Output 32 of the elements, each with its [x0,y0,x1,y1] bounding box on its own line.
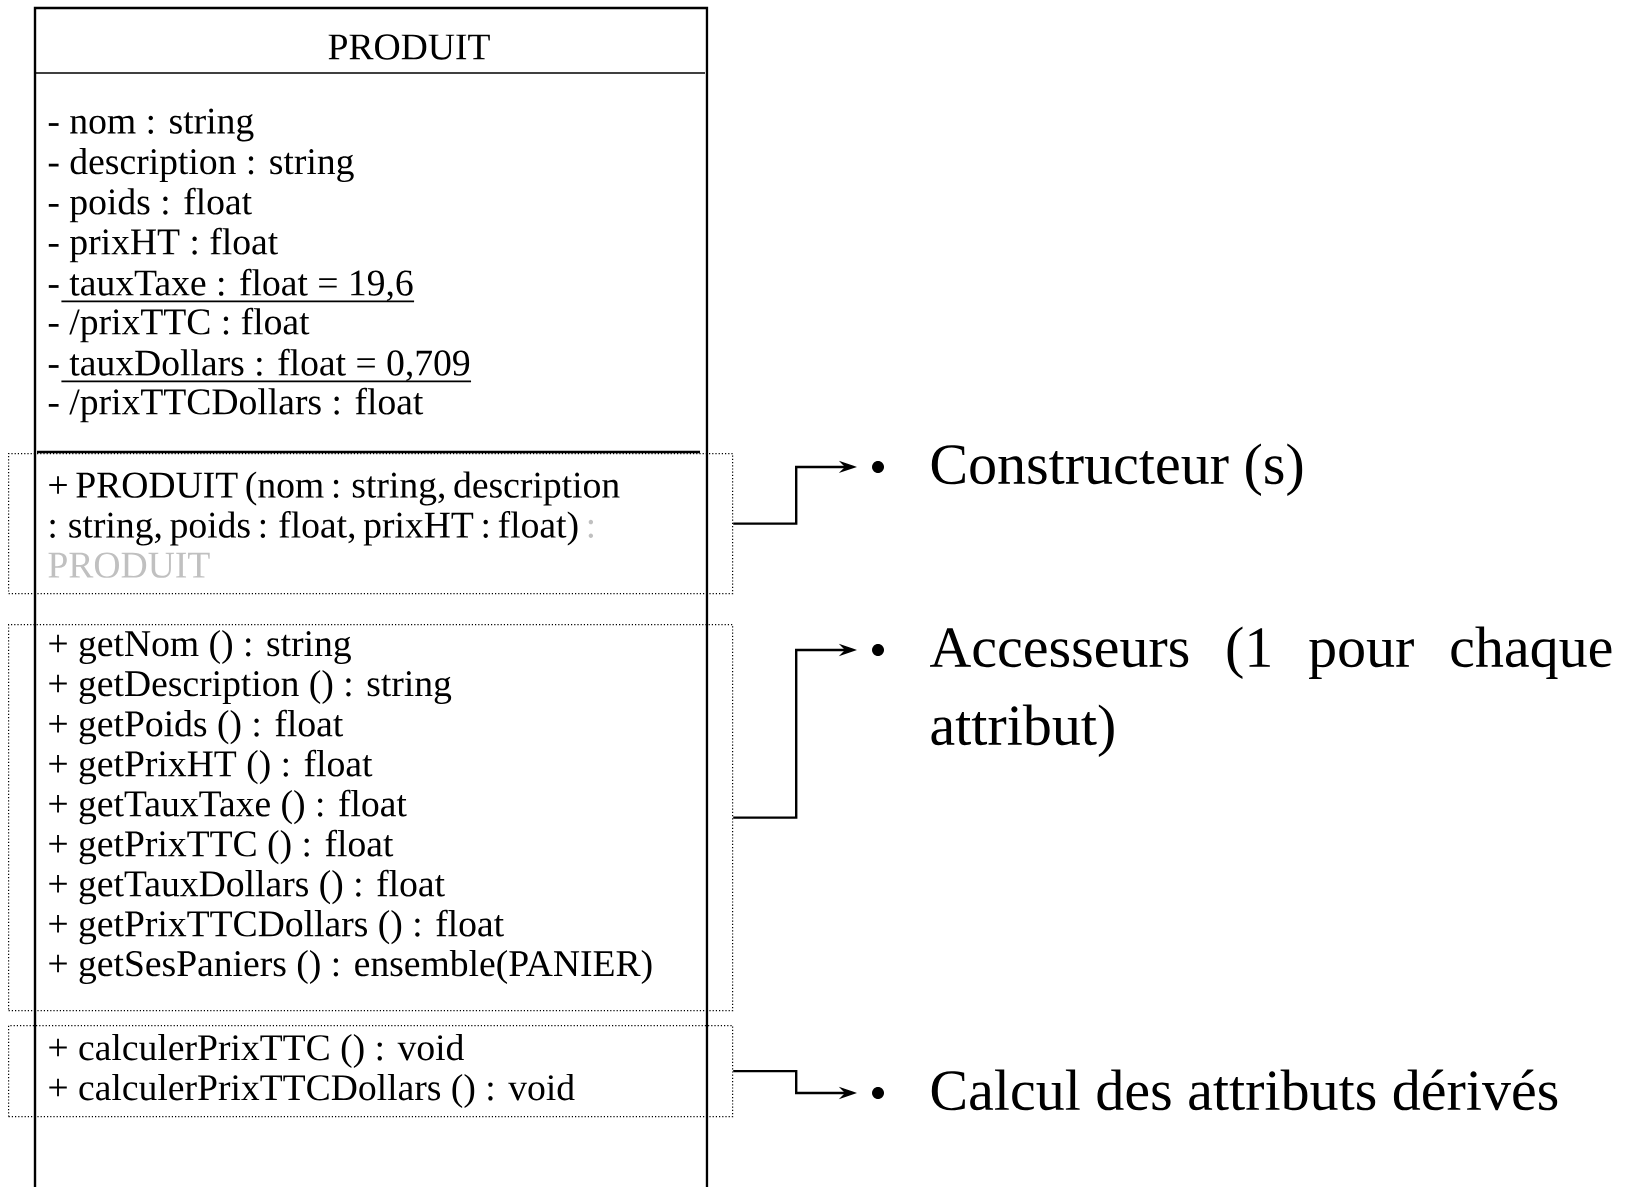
method: + getSesPaniers () : ensemble(PANIER) [49,949,652,985]
method-group-box [8,1025,734,1118]
bullet-item: Accesseurs (1 pour chaque attribut) [872,626,1612,757]
method: + getDescription () : string [49,669,452,705]
attribute: - /prixTTC : float [48,307,310,343]
method: + getTauxDollars () : float [49,869,445,905]
class-box [33,6,709,1187]
method: + getTauxTaxe () : float [49,789,407,825]
bullet-item: Calcul des attributs dérivés [872,1069,1558,1111]
attribute: - poids : float [48,187,252,223]
attribute: - /prixTTCDollars : float [48,387,424,423]
method: + calculerPrixTTC () : void [49,1033,464,1069]
class-name: PRODUIT [328,34,490,60]
bullet-item: Constructeur (s) [872,443,1303,496]
static-attribute: - tauxTaxe : float = 19,6 [48,268,415,303]
node-label: : string, poids : float, prixHT : float) [50,511,578,546]
attribute: - nom : string [48,108,254,142]
node-label: + PRODUIT (nom : string, description [49,471,620,506]
method: + getPrixTTCDollars () : float [49,909,504,945]
method-group-box [8,624,734,1012]
node-label: : [588,519,594,539]
method: + getPrixHT () : float [49,749,373,785]
attribute: - description : string [48,147,354,183]
method: + calculerPrixTTCDollars () : void [49,1073,575,1109]
method: + getPrixTTC () : float [49,829,394,865]
method-group-box [8,453,734,595]
constructor: + PRODUIT (nom : string, description : string, poids : float, prixHT : float) : PRODUIT [48,471,620,578]
method: + getPoids () : float [49,709,344,745]
static-attribute: - tauxDollars : float = 0,709 [48,348,472,383]
node-label: PRODUIT [48,552,210,578]
method: + getNom () : string [49,629,351,665]
attribute: - prixHT : float [48,227,278,263]
